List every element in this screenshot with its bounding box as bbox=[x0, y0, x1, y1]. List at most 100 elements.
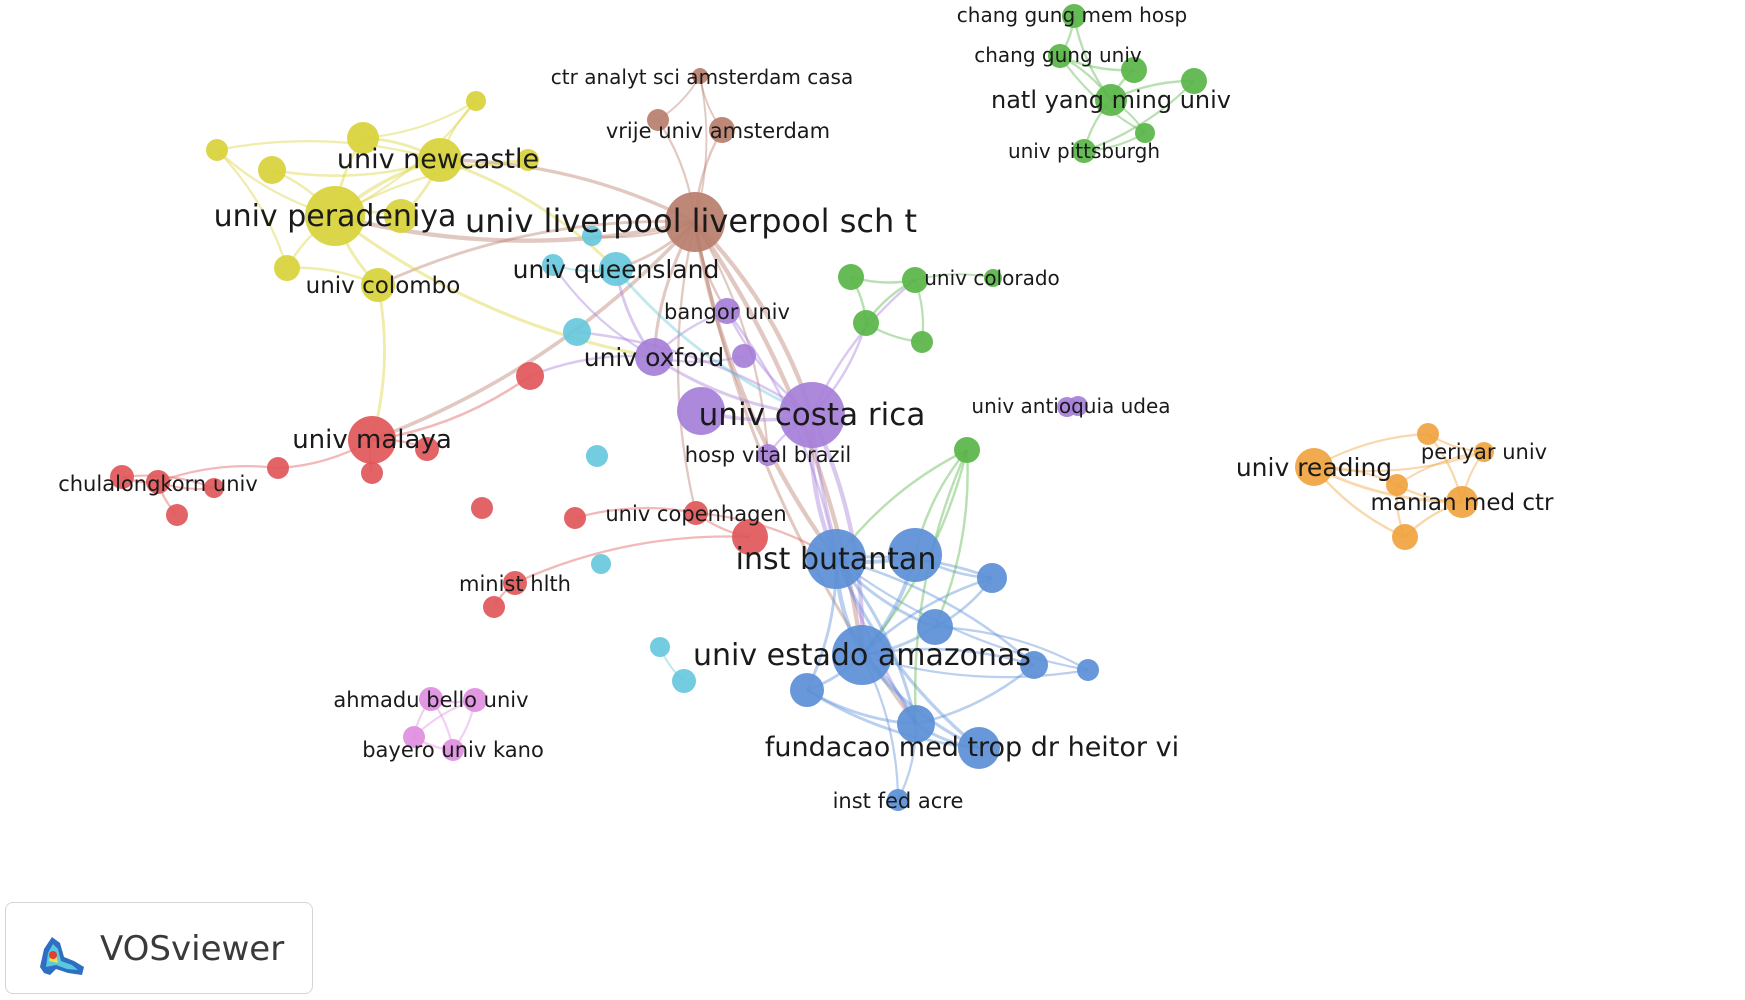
node-reading[interactable] bbox=[1295, 448, 1333, 486]
node-label-ahmadu: ahmadu bello univ bbox=[333, 688, 528, 712]
node-pk2[interactable] bbox=[403, 726, 425, 748]
node-o1[interactable] bbox=[1417, 423, 1439, 445]
node-periyar[interactable] bbox=[1474, 442, 1494, 462]
node-g5[interactable] bbox=[853, 310, 879, 336]
node-c3[interactable] bbox=[563, 318, 591, 346]
node-queensland[interactable] bbox=[599, 252, 633, 286]
node-g7[interactable] bbox=[911, 331, 933, 353]
node-ctr_analyt[interactable] bbox=[692, 68, 708, 84]
node-b3[interactable] bbox=[917, 609, 953, 645]
node-colorado[interactable] bbox=[902, 267, 928, 293]
node-y7[interactable] bbox=[384, 199, 418, 233]
link-liverpool-butantan bbox=[692, 221, 838, 561]
link-liverpool-hospvital bbox=[694, 221, 770, 456]
node-label-bangor: bangor univ bbox=[664, 300, 790, 324]
link-newcastle-queensland bbox=[439, 158, 618, 271]
node-vrije[interactable] bbox=[709, 117, 735, 143]
node-g1[interactable] bbox=[1121, 57, 1147, 83]
node-label-liverpool: univ liverpool liverpool sch t bbox=[465, 202, 917, 240]
node-y5[interactable] bbox=[517, 149, 539, 171]
node-r8[interactable] bbox=[471, 497, 493, 519]
link-butantan-b5 bbox=[835, 558, 1089, 672]
vosviewer-badge: VOSviewer bbox=[5, 902, 313, 994]
node-g2[interactable] bbox=[1181, 68, 1207, 94]
node-pittsburgh[interactable] bbox=[1072, 139, 1096, 163]
node-malaya[interactable] bbox=[348, 416, 396, 464]
node-r10[interactable] bbox=[732, 519, 768, 555]
node-copenhagen[interactable] bbox=[684, 501, 708, 525]
node-amazonas[interactable] bbox=[832, 625, 892, 685]
node-label-copenhagen: univ copenhagen bbox=[605, 502, 786, 526]
node-peradeniya[interactable] bbox=[305, 186, 365, 246]
node-r1[interactable] bbox=[516, 362, 544, 390]
node-label-heitor: fundacao med trop dr heitor vi bbox=[765, 732, 1179, 763]
node-label-colorado: univ colorado bbox=[924, 266, 1060, 290]
node-c5[interactable] bbox=[672, 669, 696, 693]
node-o3[interactable] bbox=[1392, 524, 1418, 550]
node-y2[interactable] bbox=[466, 91, 486, 111]
node-ministhlth[interactable] bbox=[503, 571, 527, 595]
node-r6[interactable] bbox=[204, 478, 224, 498]
node-ahmadu[interactable] bbox=[419, 687, 443, 711]
link-peradeniya-oxford bbox=[334, 214, 655, 359]
node-label-changgung: chang gung univ bbox=[974, 43, 1142, 67]
node-changgungmem[interactable] bbox=[1062, 4, 1086, 28]
node-r3[interactable] bbox=[361, 462, 383, 484]
node-butantan[interactable] bbox=[806, 529, 866, 589]
node-vrije2[interactable] bbox=[647, 109, 669, 131]
node-label-peradeniya: univ peradeniya bbox=[214, 199, 457, 234]
node-hospvital[interactable] bbox=[757, 444, 779, 466]
node-manian[interactable] bbox=[1446, 486, 1478, 518]
node-oxford[interactable] bbox=[635, 338, 673, 376]
node-liverpool[interactable] bbox=[665, 192, 725, 252]
node-b1[interactable] bbox=[888, 528, 942, 582]
node-b5[interactable] bbox=[1077, 659, 1099, 681]
node-costarica[interactable] bbox=[779, 382, 845, 448]
node-g6[interactable] bbox=[984, 269, 1002, 287]
node-y6[interactable] bbox=[274, 255, 300, 281]
node-bayero[interactable] bbox=[442, 739, 464, 761]
node-y1[interactable] bbox=[347, 122, 379, 154]
node-y3[interactable] bbox=[206, 139, 228, 161]
node-b2[interactable] bbox=[977, 563, 1007, 593]
node-c4[interactable] bbox=[650, 637, 670, 657]
node-r5[interactable] bbox=[110, 465, 134, 489]
node-pk1[interactable] bbox=[463, 688, 487, 712]
node-c7[interactable] bbox=[591, 554, 611, 574]
node-newcastle[interactable] bbox=[418, 138, 462, 182]
node-label-newcastle: univ newcastle bbox=[337, 144, 539, 175]
node-r7[interactable] bbox=[166, 504, 188, 526]
node-c1[interactable] bbox=[582, 226, 602, 246]
node-label-changgungmem: chang gung mem hosp bbox=[957, 3, 1187, 27]
node-p1[interactable] bbox=[732, 344, 756, 368]
node-chulalongkorn[interactable] bbox=[146, 470, 170, 494]
node-label-antioquia: univ antioquia udea bbox=[971, 394, 1170, 418]
node-r4[interactable] bbox=[267, 457, 289, 479]
link-newcastle-y3 bbox=[216, 140, 441, 162]
node-c6[interactable] bbox=[586, 445, 608, 467]
node-g3[interactable] bbox=[1135, 123, 1155, 143]
node-b6[interactable] bbox=[790, 673, 824, 707]
node-b7[interactable] bbox=[958, 727, 1000, 769]
node-label-malaya: univ malaya bbox=[292, 425, 452, 455]
node-colombo[interactable] bbox=[361, 268, 395, 302]
node-r2[interactable] bbox=[415, 437, 439, 461]
node-r11[interactable] bbox=[483, 596, 505, 618]
link-b3-b5 bbox=[934, 625, 1089, 671]
node-p2[interactable] bbox=[677, 387, 725, 435]
node-acre[interactable] bbox=[887, 789, 909, 811]
node-c2[interactable] bbox=[542, 254, 564, 276]
node-r9[interactable] bbox=[564, 507, 586, 529]
node-changgung[interactable] bbox=[1048, 44, 1072, 68]
link-g2-pittsburgh bbox=[1083, 80, 1195, 153]
node-o2[interactable] bbox=[1386, 474, 1408, 496]
node-yangming[interactable] bbox=[1095, 84, 1127, 116]
node-g4[interactable] bbox=[838, 264, 864, 290]
node-label-colombo: univ colombo bbox=[306, 273, 461, 299]
node-p3[interactable] bbox=[1057, 397, 1077, 417]
node-b4[interactable] bbox=[1020, 651, 1048, 679]
node-g8[interactable] bbox=[954, 437, 980, 463]
node-heitor[interactable] bbox=[897, 705, 935, 743]
node-bangor[interactable] bbox=[714, 298, 740, 324]
node-y4[interactable] bbox=[258, 156, 286, 184]
